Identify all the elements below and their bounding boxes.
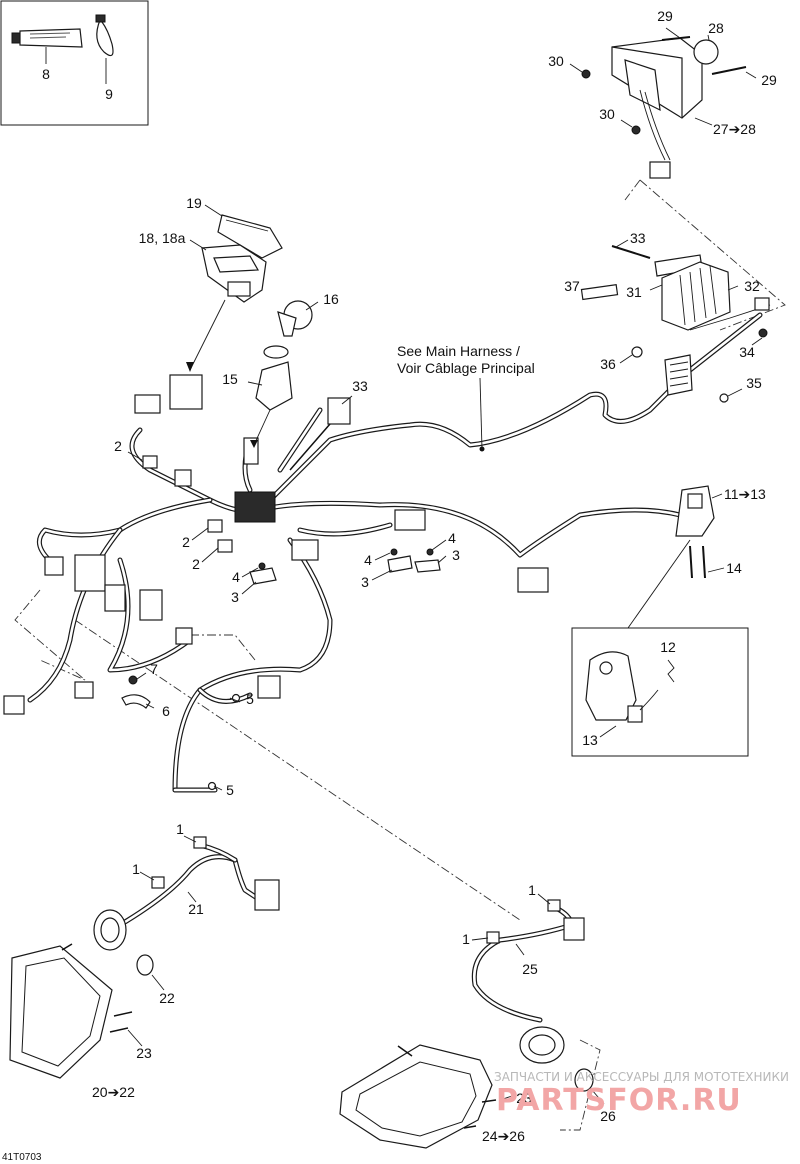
callout-26: 26 xyxy=(600,1108,616,1124)
callout-32: 32 xyxy=(744,278,760,294)
watermark-tagline: ЗАПЧАСТИ И АКСЕССУАРЫ ДЛЯ МОТОТЕХНИКИ xyxy=(494,1070,789,1084)
reference-lines xyxy=(14,179,786,1131)
callout-28: 28 xyxy=(708,20,724,36)
callout-29-top: 29 xyxy=(657,8,673,24)
callout-1-right-b: 1 xyxy=(462,931,470,947)
callout-13: 13 xyxy=(582,732,598,748)
callout-33-mid: 33 xyxy=(352,378,368,394)
callout-30-top: 30 xyxy=(548,53,564,69)
callout-5-upper: 5 xyxy=(246,691,254,707)
regulator-assembly xyxy=(580,239,771,403)
diagram-code: 41T0703 xyxy=(2,1152,42,1163)
right-headlight-assembly xyxy=(339,893,605,1149)
note-line-2: Voir Câblage Principal xyxy=(397,360,535,376)
left-headlight-assembly xyxy=(9,835,280,1079)
note-line-1: See Main Harness / xyxy=(397,343,520,359)
harness-connectors xyxy=(3,374,549,715)
callout-31: 31 xyxy=(626,284,642,300)
watermark: ЗАПЧАСТИ И АКСЕССУАРЫ ДЛЯ МОТОТЕХНИКИ PA… xyxy=(494,1070,789,1118)
clips xyxy=(127,451,447,595)
callout-1-right-a: 1 xyxy=(528,882,536,898)
callout-27-28: 27➔28 xyxy=(713,121,756,137)
bracket-parts xyxy=(121,672,241,791)
callout-23-left: 23 xyxy=(136,1045,152,1061)
callout-20-22: 20➔22 xyxy=(92,1084,135,1100)
cable-tie-icon xyxy=(95,14,114,57)
callout-4-left: 4 xyxy=(232,569,240,585)
callout-23-right: 23 xyxy=(516,1090,532,1106)
callout-22: 22 xyxy=(159,990,175,1006)
callout-15: 15 xyxy=(222,371,238,387)
callout-12: 12 xyxy=(660,639,676,655)
callout-35: 35 xyxy=(746,375,762,391)
watermark-brand: PARTSFOR.RU xyxy=(496,1083,742,1118)
callout-33-top: 33 xyxy=(630,230,646,246)
callout-2-top: 2 xyxy=(114,438,122,454)
callout-19: 19 xyxy=(186,195,202,211)
callout-4-mid: 4 xyxy=(364,552,372,568)
callout-6: 6 xyxy=(162,703,170,719)
callout-1-left-b: 1 xyxy=(132,861,140,877)
key-switch xyxy=(243,300,319,465)
callout-2-low: 2 xyxy=(192,556,200,572)
callout-7: 7 xyxy=(150,661,158,677)
callout-4-right: 4 xyxy=(448,530,456,546)
callout-25: 25 xyxy=(522,961,538,977)
inset-box-consumables: 8 9 xyxy=(0,0,149,126)
callout-2-mid: 2 xyxy=(182,534,190,550)
callout-30-bottom: 30 xyxy=(599,106,615,122)
instrument-cluster xyxy=(186,204,283,372)
callout-29-right: 29 xyxy=(761,72,777,88)
callout-36: 36 xyxy=(600,356,616,372)
callout-21: 21 xyxy=(188,901,204,917)
display-module xyxy=(569,27,757,179)
callout-37: 37 xyxy=(564,278,580,294)
callout-11-13: 11➔13 xyxy=(724,486,766,502)
callout-9: 9 xyxy=(105,86,113,102)
callout-34: 34 xyxy=(739,344,755,360)
callout-16: 16 xyxy=(323,291,339,307)
callout-3-left: 3 xyxy=(231,589,239,605)
grease-tube-icon xyxy=(11,28,83,48)
callout-14: 14 xyxy=(726,560,742,576)
callout-8: 8 xyxy=(42,66,50,82)
callout-1-left-a: 1 xyxy=(176,821,184,837)
callout-5-lower: 5 xyxy=(226,782,234,798)
callout-3-right: 3 xyxy=(452,547,460,563)
callout-3-mid: 3 xyxy=(361,574,369,590)
callout-18-18a: 18, 18a xyxy=(139,230,186,246)
callout-24-26: 24➔26 xyxy=(482,1128,525,1144)
handlebar-switch xyxy=(571,485,749,757)
